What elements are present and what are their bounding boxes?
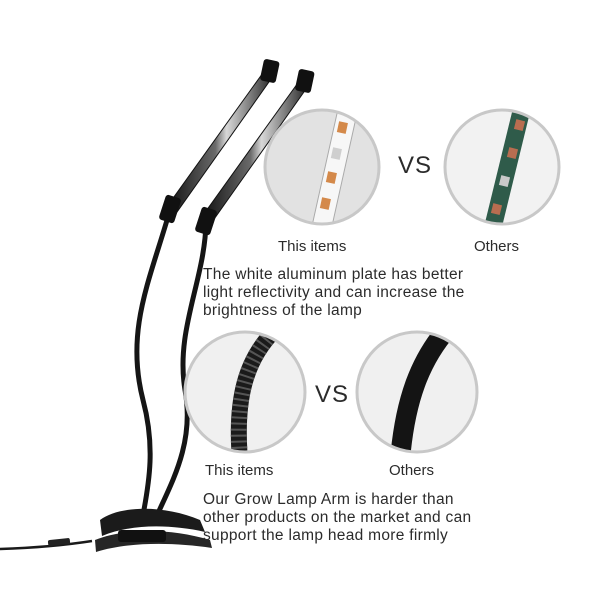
others-label-2: Others <box>389 462 435 479</box>
closeup-led-strip-others <box>443 108 561 226</box>
this-item-label-1: This items <box>278 238 347 255</box>
this-item-label-2: This items <box>205 462 274 479</box>
closeup-led-strip-this-item <box>263 108 381 226</box>
others-label-1: Others <box>474 238 520 255</box>
caption-1-line-1: The white aluminum plate has better <box>203 266 464 283</box>
desk-clamp <box>95 508 212 552</box>
lamp-bar-right <box>195 69 315 236</box>
caption-1-line-2: light reflectivity and can increase the <box>203 284 465 301</box>
gooseneck-arm-left <box>134 209 173 521</box>
closeup-arm-others <box>355 330 479 454</box>
vs-label-2: VS <box>315 381 350 408</box>
caption-2-line-2: other products on the market and can <box>203 509 472 526</box>
caption-1: The white aluminum plate has better ligh… <box>203 266 465 320</box>
caption-2-line-3: support the lamp head more firmly <box>203 527 449 544</box>
power-cord <box>0 539 93 551</box>
caption-2: Our Grow Lamp Arm is harder than other p… <box>203 491 471 545</box>
closeup-arm-this-item <box>183 330 307 454</box>
caption-1-line-3: brightness of the lamp <box>203 302 363 319</box>
caption-2-line-1: Our Grow Lamp Arm is harder than <box>203 491 454 508</box>
lamp-bar-left <box>159 59 280 224</box>
vs-label-1: VS <box>398 152 433 179</box>
